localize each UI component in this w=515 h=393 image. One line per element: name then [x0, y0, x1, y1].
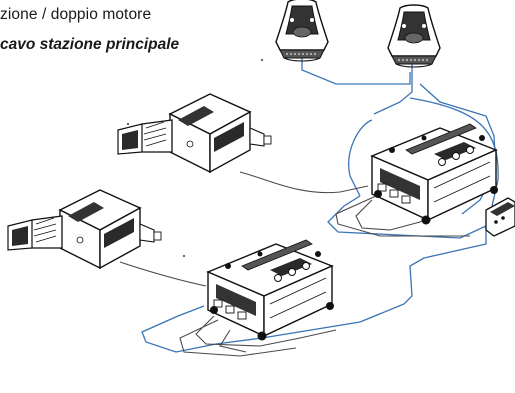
- control-station-right-icon: [387, 4, 441, 68]
- junction-box-icon: [485, 197, 515, 237]
- caption-line-2: cavo stazione principale: [0, 36, 180, 53]
- secondary-cables: [119, 171, 470, 357]
- caption-line-1: zione / doppio motore: [0, 6, 152, 23]
- electric-motor-top-icon: [117, 93, 272, 173]
- control-station-left-icon: [275, 0, 329, 62]
- control-unit-bottom-icon: [207, 239, 335, 342]
- control-unit-top-icon: [371, 123, 499, 226]
- main-cable-network: [141, 56, 499, 353]
- electric-motor-bottom-icon: [7, 189, 162, 269]
